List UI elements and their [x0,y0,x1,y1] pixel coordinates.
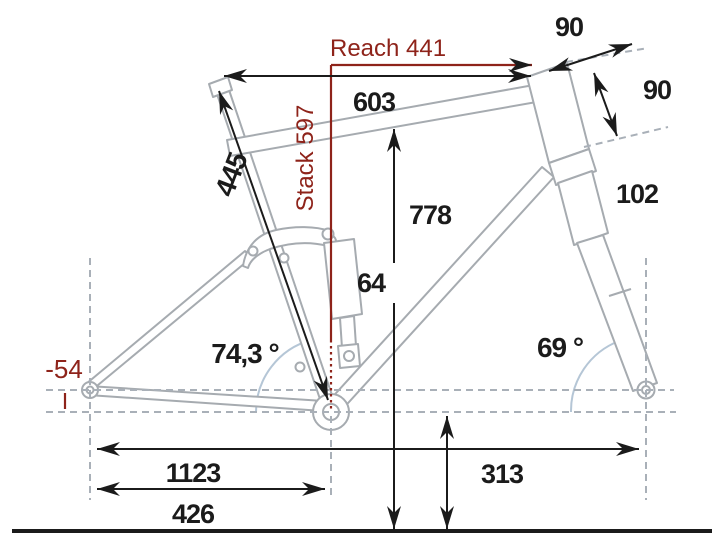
stem-dimension-line [548,43,633,72]
rocker-pivot-front [247,245,259,257]
shock-body [323,238,363,320]
spacer-label: 90 [643,75,671,105]
chainstay-pivot [294,361,306,373]
bar-height-dashed [583,126,669,148]
spacer-dimension-line [593,72,618,137]
rocker-pivot-mid [278,252,290,264]
seat-angle-label: 74,3 ° [211,338,278,369]
bb-height-label: 313 [481,459,524,489]
chainstay-label: 426 [172,499,215,529]
bb-drop-label: -54 [45,354,83,384]
fork-leg-joint-line [608,288,632,297]
stem-label: 90 [555,12,583,42]
head-angle-arc [569,340,620,413]
top-tube-label: 603 [353,87,396,117]
head-tube-label: 102 [616,179,658,209]
shock-label: 64 [357,268,386,298]
head-tube [526,62,590,164]
fork-stanchion [557,170,609,246]
head-angle-label: 69 ° [537,332,583,363]
head-top-extension-dashed [565,47,649,63]
shock-lower-eyelet [343,350,355,362]
standover-label: 778 [409,200,452,230]
stack-label: Stack 597 [292,105,319,212]
reach-label: Reach 441 [330,35,446,62]
fork-lowers [576,234,658,392]
shock-shaft [339,315,357,349]
seatstay-tube [85,250,252,391]
seat-tube-dimension-line [218,90,329,401]
fork-crown [548,148,597,186]
wheelbase-label: 1123 [166,458,222,488]
